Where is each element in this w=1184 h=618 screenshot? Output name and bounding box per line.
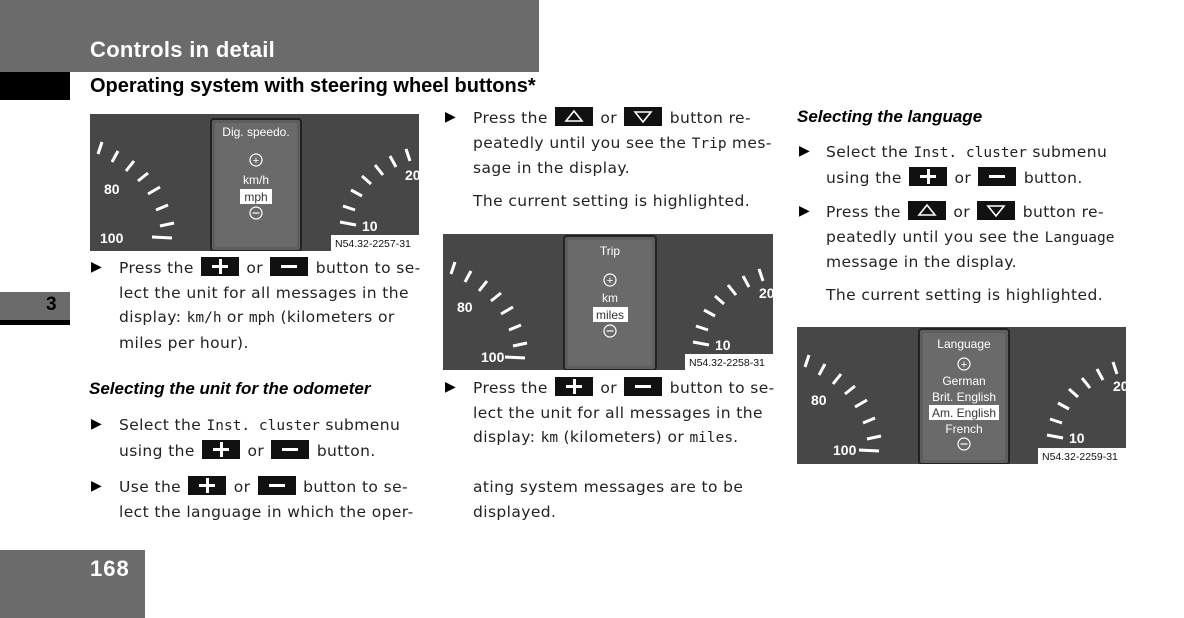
display-title: Trip	[600, 244, 621, 258]
gauge-label: 100	[481, 349, 505, 365]
gauge-label: 10	[715, 337, 731, 353]
bullet-arrow-icon: ▶	[91, 416, 102, 432]
plus-button-icon	[555, 377, 594, 396]
gauge-label: 80	[457, 299, 473, 315]
plus-icon: +	[607, 275, 613, 287]
page-number: 168	[90, 556, 130, 581]
page-number-band	[0, 550, 145, 618]
option-label-selected: Am. English	[932, 406, 996, 420]
minus-button-icon	[624, 377, 663, 396]
plus-button-icon	[188, 476, 227, 495]
page-header-title: Controls in detail	[90, 37, 276, 62]
plus-button-icon	[201, 257, 240, 276]
gauge-label: 80	[104, 181, 120, 197]
gauge-label: 100	[833, 442, 857, 458]
instruction-step: Press the or button to se- lect the unit…	[473, 377, 775, 446]
minus-button-icon	[257, 476, 296, 495]
minus-button-icon	[270, 257, 309, 276]
figure-language-display: 80 100 20 10 Language + German Brit. Eng…	[797, 327, 1126, 464]
figure-code: N54.32-2258-31	[689, 357, 765, 369]
bullet-arrow-icon: ▶	[91, 478, 102, 494]
option-label: km	[602, 291, 618, 305]
gauge-label: 10	[362, 218, 378, 234]
bullet-arrow-icon: ▶	[799, 143, 810, 159]
up-button-icon	[908, 201, 947, 220]
section-title: Operating system with steering wheel but…	[90, 75, 536, 97]
figure-trip-display: 80 100 20 10 Trip + km miles N54.32-2258…	[443, 234, 773, 370]
bullet-arrow-icon: ▶	[91, 259, 102, 275]
instruction-step: Use the or button to se- lect the langua…	[119, 476, 414, 521]
display-title: Language	[937, 337, 991, 351]
instruction-step: Select the Inst. cluster submenu using t…	[119, 416, 401, 460]
instruction-step: Select the Inst. cluster submenu using t…	[826, 143, 1108, 187]
option-label-selected: miles	[596, 308, 624, 322]
figure-code: N54.32-2259-31	[1042, 451, 1118, 463]
figure-code: N54.32-2257-31	[335, 238, 411, 250]
up-button-icon	[555, 107, 594, 126]
gauge-label: 10	[1069, 430, 1085, 446]
option-label: km/h	[243, 173, 269, 187]
bullet-arrow-icon: ▶	[445, 109, 456, 125]
gauge-label: 100	[100, 230, 124, 246]
option-label: Brit. English	[932, 390, 996, 404]
gauge-label: 80	[811, 392, 827, 408]
gauge-label: 20	[759, 285, 773, 301]
note-text: The current setting is highlighted.	[826, 286, 1104, 304]
instruction-step: Press the or button re- peatedly until y…	[826, 201, 1115, 271]
display-title: Dig. speedo.	[222, 125, 289, 139]
chapter-tab	[0, 292, 70, 322]
down-button-icon	[977, 201, 1016, 220]
note-text: The current setting is highlighted.	[473, 192, 751, 210]
chapter-tab-underline	[0, 320, 70, 325]
figure-speedo-display: 80 100 20 10 Dig. speedo. + km/h mph N54…	[90, 114, 419, 251]
bullet-arrow-icon: ▶	[445, 379, 456, 395]
bullet-arrow-icon: ▶	[799, 203, 810, 219]
option-label: French	[945, 422, 982, 436]
down-button-icon	[624, 107, 663, 126]
instruction-step: Press the or button re- peatedly until y…	[473, 107, 772, 177]
option-label: German	[942, 374, 985, 388]
minus-button-icon	[271, 439, 310, 459]
instruction-step: Press the or button to se- lect the unit…	[119, 257, 421, 352]
subsection-heading: Selecting the unit for the odometer	[89, 379, 371, 398]
gauge-label: 20	[405, 167, 419, 183]
plus-button-icon	[202, 439, 241, 459]
chapter-number: 3	[46, 294, 57, 315]
section-marker	[0, 72, 70, 100]
subsection-heading: Selecting the language	[797, 107, 983, 126]
plus-icon: +	[961, 359, 967, 371]
gauge-label: 20	[1113, 378, 1126, 394]
option-label-selected: mph	[244, 190, 267, 204]
header-band	[0, 0, 539, 72]
continued-text: ating system messages are to be displaye…	[473, 478, 744, 521]
plus-icon: +	[253, 155, 259, 167]
plus-button-icon	[909, 166, 948, 186]
minus-button-icon	[978, 166, 1017, 186]
